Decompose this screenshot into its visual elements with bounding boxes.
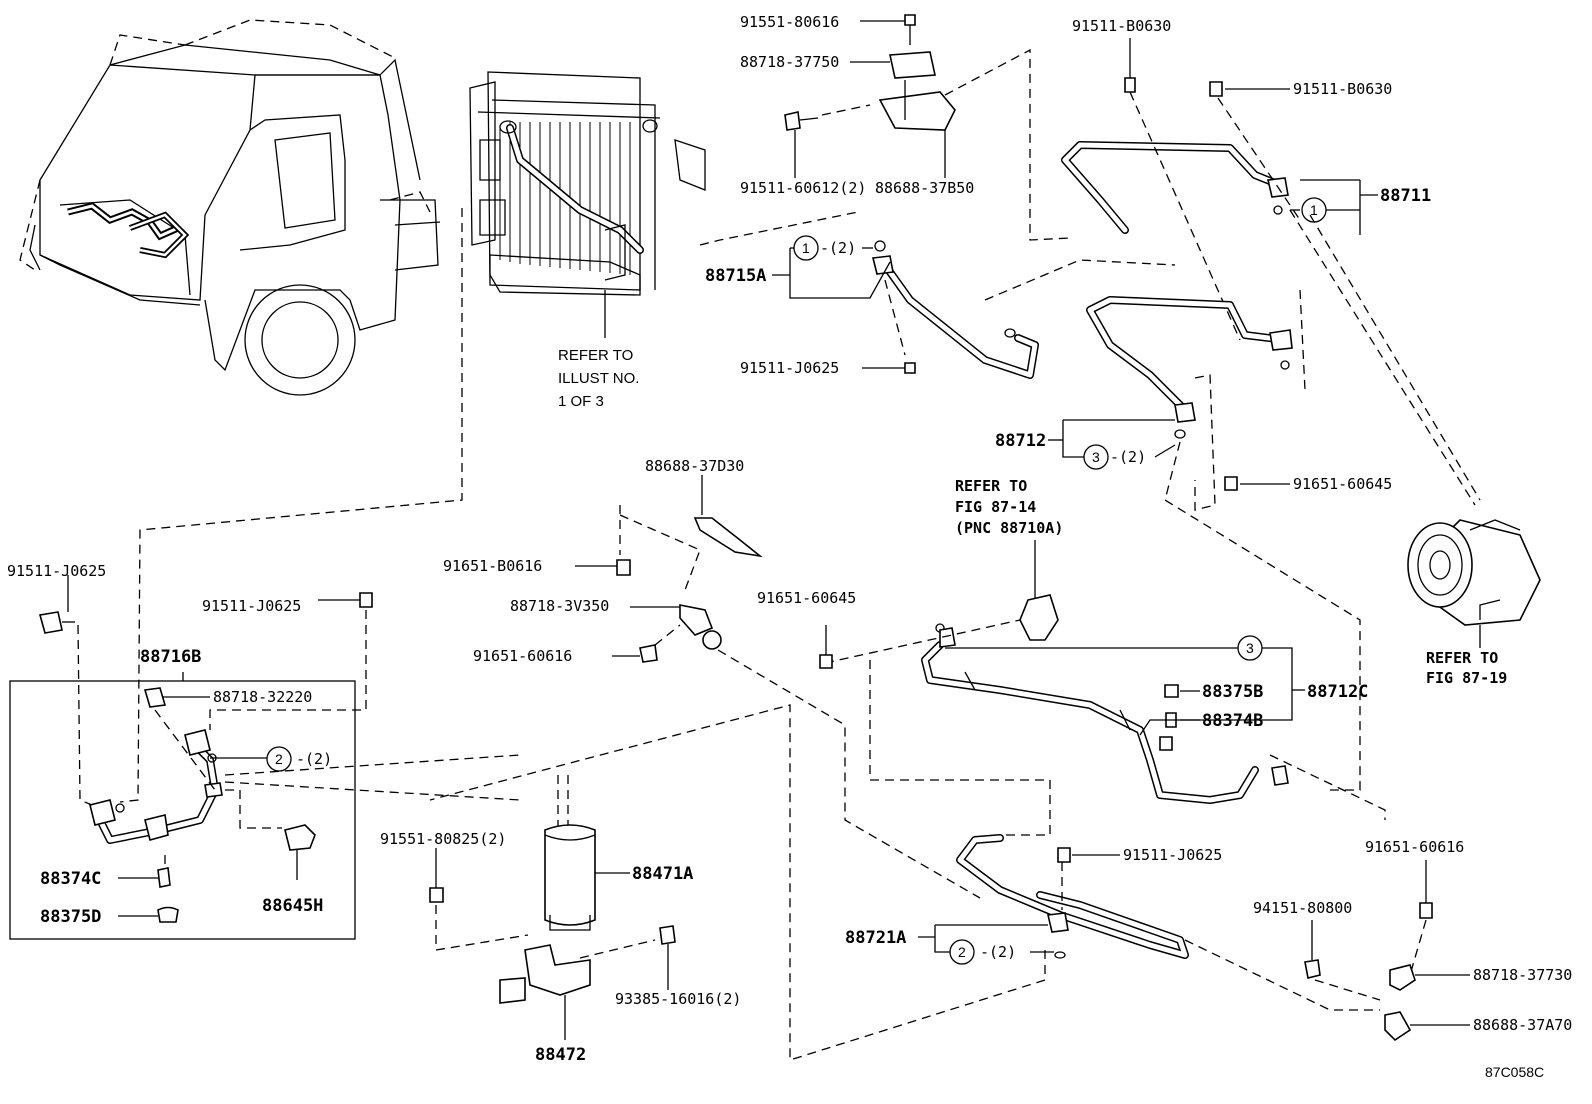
label-91511-60612: 91511-60612(2) <box>740 179 866 197</box>
line-88712 <box>1086 289 1361 791</box>
figure-code: 87C058C <box>1485 1064 1544 1080</box>
callout-number: 1 <box>802 240 810 256</box>
label-94151-80800: 94151-80800 <box>1253 899 1352 917</box>
label-88472: 88472 <box>535 1045 586 1065</box>
label-91511-B0630-b: 91511-B0630 <box>1293 80 1392 98</box>
label-91651-60645-a: 91651-60645 <box>1293 475 1392 493</box>
top-bracket-group <box>699 14 1071 246</box>
label-88712-qty: -(2) <box>1110 448 1146 466</box>
refer-87-19-note-line1: REFER TO <box>1426 649 1498 667</box>
callout-number: 1 <box>1310 202 1318 218</box>
label-88712: 88712 <box>995 431 1046 451</box>
assembly-brackets <box>210 179 1378 953</box>
label-88716B: 88716B <box>140 647 201 667</box>
label-88718-37750: 88718-37750 <box>740 53 839 71</box>
part-labels: 91551-80616 88718-37750 91511-60612(2) 8… <box>7 13 1572 1065</box>
condenser-assembly <box>469 71 706 338</box>
refer-illust-note-line2: ILLUST NO. <box>558 370 639 387</box>
label-91651-60616-b: 91651-60616 <box>1365 838 1464 856</box>
callout-circle-3b: 3 <box>1237 635 1263 661</box>
callout-circle-1b: 1 <box>1301 197 1327 223</box>
label-91651-60645-b: 91651-60645 <box>757 589 856 607</box>
label-88688-37B50: 88688-37B50 <box>875 179 974 197</box>
label-91511-J0625-b: 91511-J0625 <box>7 562 106 580</box>
label-88715A-qty: -(2) <box>820 239 856 257</box>
right-bottom-bracket-group <box>1304 860 1470 1042</box>
label-88715A: 88715A <box>705 266 766 286</box>
label-88375B: 88375B <box>1202 682 1263 702</box>
truck-illustration <box>19 19 441 396</box>
label-88645H: 88645H <box>262 896 323 916</box>
callout-number: 2 <box>275 751 283 767</box>
label-93385-16016: 93385-16016(2) <box>615 990 741 1008</box>
refer-illust-note-line1: REFER TO <box>558 347 633 364</box>
label-88718-32220: 88718-32220 <box>213 688 312 706</box>
label-91511-J0625-c: 91511-J0625 <box>202 597 301 615</box>
label-88374B: 88374B <box>1202 711 1263 731</box>
refer-87-14-note-line2: FIG 87-14 <box>955 498 1036 516</box>
label-91651-B0616: 91651-B0616 <box>443 557 542 575</box>
label-91511-J0625-d: 91511-J0625 <box>1123 846 1222 864</box>
label-88721A: 88721A <box>845 928 906 948</box>
label-88711: 88711 <box>1380 186 1431 206</box>
label-88721A-qty: -(2) <box>980 943 1016 961</box>
callout-circle-2a: 2 <box>266 746 292 772</box>
callout-circle-3a: 3 <box>1083 444 1109 470</box>
label-91651-60616-a: 91651-60616 <box>473 647 572 665</box>
label-88712C: 88712C <box>1307 682 1368 702</box>
refer-87-19-note-line2: FIG 87-19 <box>1426 669 1507 687</box>
label-88718-3V350: 88718-3V350 <box>510 597 609 615</box>
label-91551-80616: 91551-80616 <box>740 13 839 31</box>
callout-circle-2b: 2 <box>949 939 975 965</box>
line-88711 <box>1061 38 1481 506</box>
label-91511-B0630-a: 91511-B0630 <box>1072 17 1171 35</box>
refer-87-14-note-line3: (PNC 88710A) <box>955 519 1063 537</box>
refer-illust-note-line3: 1 OF 3 <box>558 393 604 410</box>
label-88718-37730: 88718-37730 <box>1473 966 1572 984</box>
label-91551-80825: 91551-80825(2) <box>380 830 506 848</box>
callout-number: 3 <box>1246 640 1254 656</box>
label-88471A: 88471A <box>632 864 693 884</box>
line-88721A <box>429 704 1380 1061</box>
label-88688-37D30: 88688-37D30 <box>645 457 744 475</box>
label-88688-37A70: 88688-37A70 <box>1473 1016 1572 1034</box>
callout-number: 3 <box>1092 449 1100 465</box>
callout-circle-1a: 1 <box>793 235 819 261</box>
refer-87-14-note-line1: REFER TO <box>955 477 1027 495</box>
line-88715A <box>862 240 1176 379</box>
line-88716B-box <box>9 575 521 940</box>
label-88716B-qty: -(2) <box>296 750 332 768</box>
label-88374C: 88374C <box>40 869 101 889</box>
label-91511-J0625-a: 91511-J0625 <box>740 359 839 377</box>
middle-bracket-group <box>575 475 981 899</box>
receiver-dryer-group <box>429 775 676 1040</box>
label-88375D: 88375D <box>40 907 101 927</box>
compressor-illustration <box>1407 519 1541 648</box>
line-88712C <box>819 540 1386 836</box>
callout-number: 2 <box>958 944 966 960</box>
